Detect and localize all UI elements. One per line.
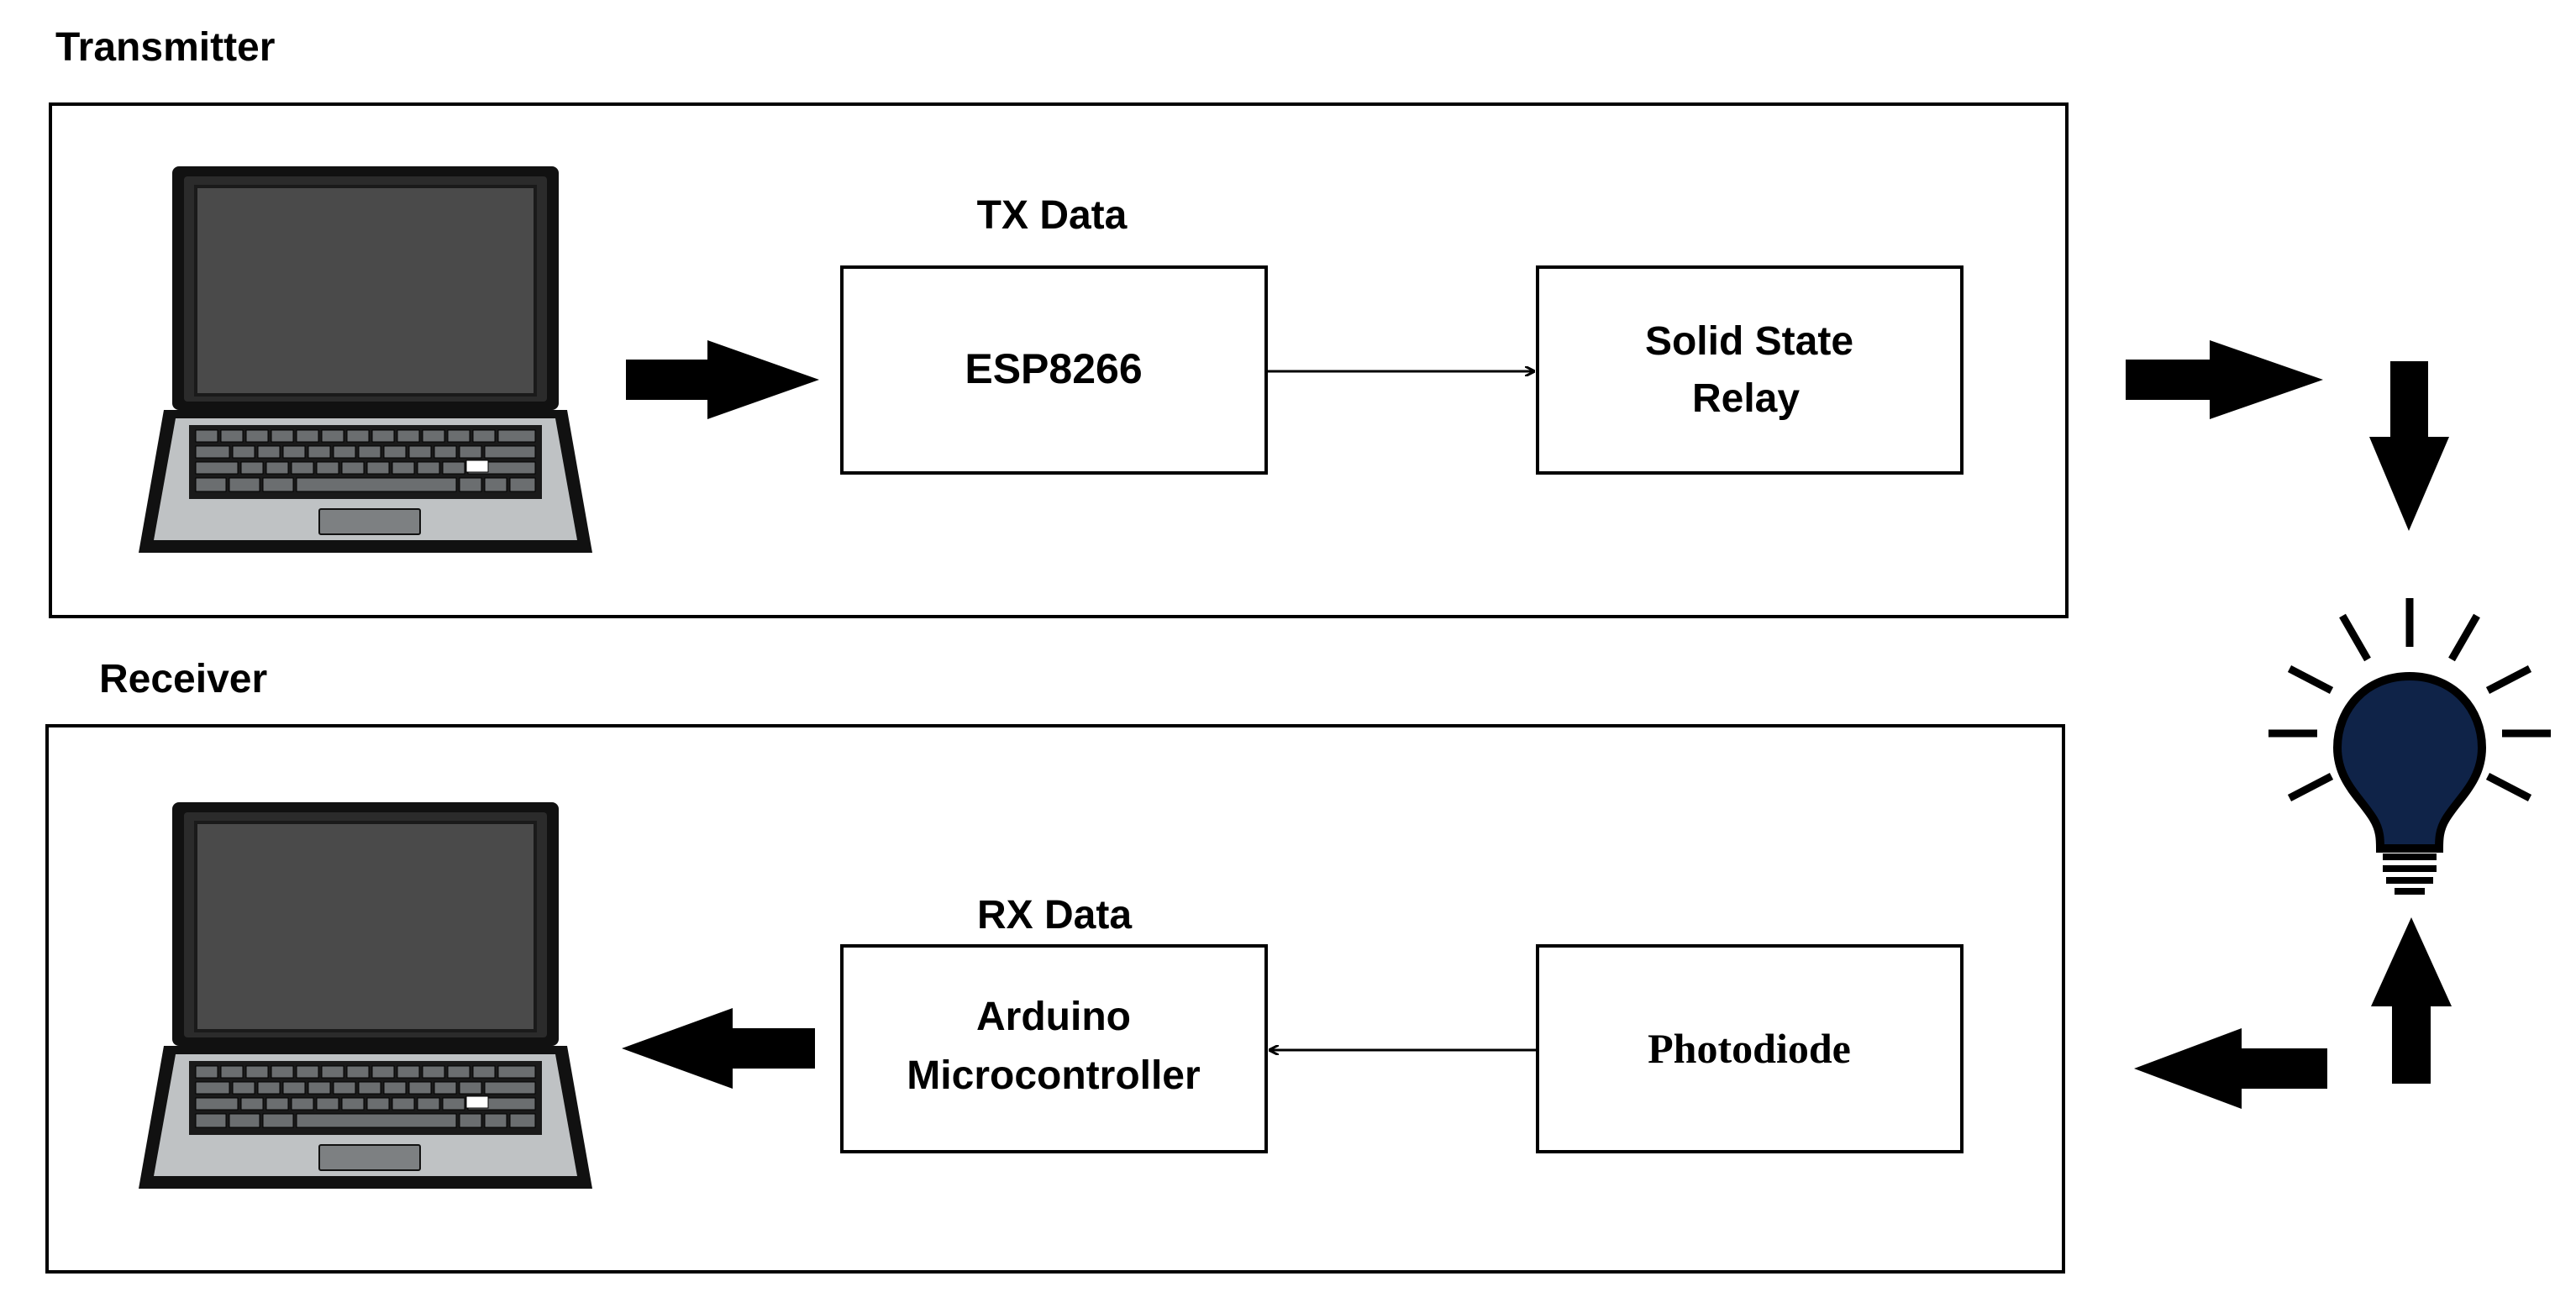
light-bulb-icon	[2268, 598, 2551, 895]
photodiode-label: Photodiode	[1648, 1025, 1851, 1072]
thick-arrow-right	[2126, 340, 2323, 419]
solid-state-relay-label-line2: Relay	[1692, 376, 1800, 421]
laptop-icon	[137, 165, 594, 554]
thick-arrow-down	[2369, 361, 2449, 531]
tx-data-label: TX Data	[977, 193, 1128, 238]
solid-state-relay-label-line1: Solid State	[1645, 319, 1853, 364]
arduino-label-line1: Arduino	[976, 995, 1131, 1039]
arduino-label-line2: Microcontroller	[907, 1053, 1200, 1098]
transmitter-title: Transmitter	[55, 25, 275, 70]
rx-data-label: RX Data	[977, 893, 1132, 937]
laptop-icon	[137, 801, 594, 1190]
photodiode-block	[1536, 944, 1964, 1153]
solid-state-relay-block	[1536, 265, 1964, 475]
thick-arrow-up	[2371, 917, 2452, 1084]
esp8266-block	[840, 265, 1268, 475]
thick-arrow-left	[622, 1008, 815, 1089]
thick-arrow-right	[626, 340, 819, 419]
thick-arrow-left	[2134, 1028, 2327, 1109]
receiver-title: Receiver	[99, 657, 267, 701]
esp8266-label: ESP8266	[965, 345, 1142, 392]
arduino-block	[840, 944, 1268, 1153]
transmitter-box	[49, 102, 2069, 618]
receiver-box	[45, 724, 2065, 1274]
